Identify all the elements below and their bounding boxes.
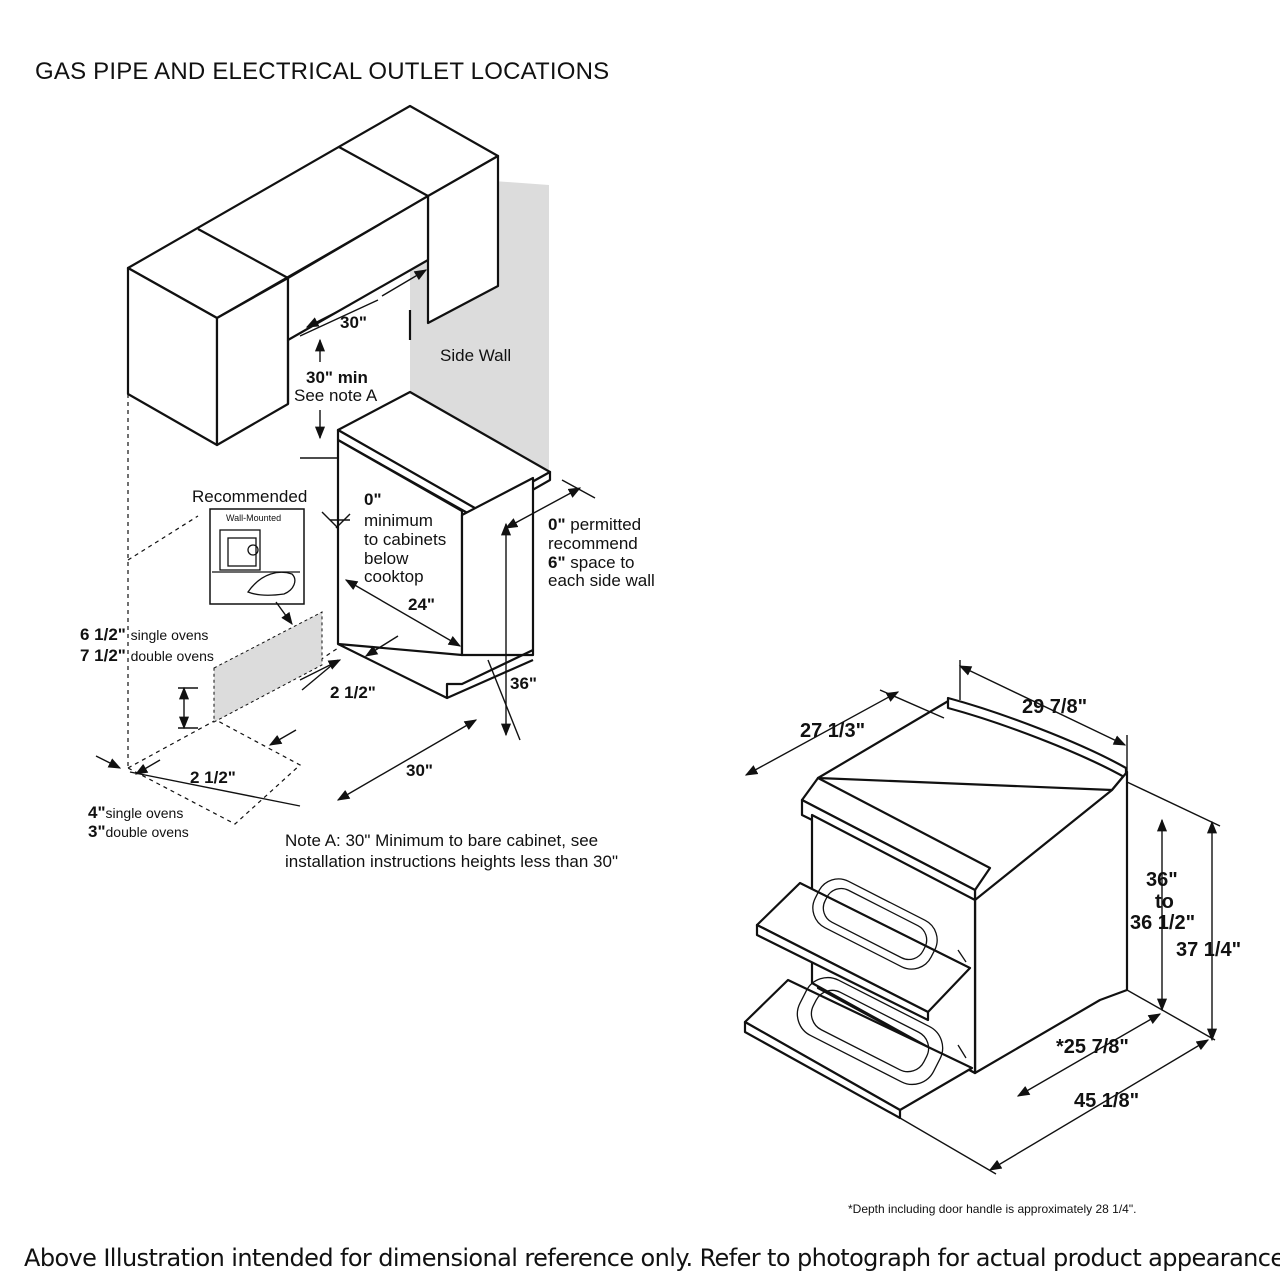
outlet-height-single-value: 6 1/2" — [80, 625, 126, 644]
upper-cabinets — [126, 104, 500, 447]
range-depth-door-open-label: 45 1/8" — [1074, 1090, 1139, 1112]
wall-mounted-inset — [209, 508, 305, 626]
range-overall-height-label: 37 1/4" — [1176, 939, 1241, 961]
outlet-side-double-label: double ovens — [106, 824, 189, 840]
dimension-lines — [95, 269, 596, 807]
side-wall-clearance-line4: each side wall — [548, 571, 655, 590]
outlet-height-single: 6 1/2" single ovens — [80, 625, 208, 644]
wall-mounted-label: Wall-Mounted — [226, 513, 281, 523]
outlet-side-single: 4"single ovens — [88, 803, 183, 822]
range-height-label-2: to — [1155, 891, 1174, 913]
outlet-side-single-value: 4" — [88, 803, 106, 822]
range-depth-label: *25 7/8" — [1056, 1036, 1129, 1058]
see-note-label: See note A — [294, 386, 378, 405]
outlet-side-single-label: single ovens — [106, 805, 184, 821]
footnote: *Depth including door handle is approxim… — [848, 1202, 1137, 1216]
side-wall-clearance-line3: 6" space to — [548, 553, 635, 572]
cabinet-clearance-line4: cooktop — [364, 567, 424, 586]
outlet-height-double: 7 1/2" double ovens — [80, 646, 214, 665]
side-wall-clearance-line2: recommend — [548, 534, 638, 553]
side-wall-clearance-value: 0" permitted — [548, 515, 641, 534]
counter-height-label: 36" — [510, 674, 537, 693]
outlet-side-double-value: 3" — [88, 822, 106, 841]
installation-diagram: 30" 30" min See note A Side Wall Recomme… — [80, 104, 655, 871]
outlet-zone — [213, 611, 323, 723]
counter-depth-label: 24" — [408, 595, 435, 614]
range-dimension-lines — [744, 660, 1221, 1175]
outlet-height-double-value: 7 1/2" — [80, 646, 126, 665]
range-height-label-1: 36" — [1146, 869, 1178, 891]
range-depth-top-label: 27 1/3" — [800, 720, 865, 742]
cabinet-clearance-value: 0" — [364, 490, 382, 509]
recommended-label: Recommended — [192, 487, 307, 506]
toe-offset-label: 2 1/2" — [330, 683, 376, 702]
range-height-label-3: 36 1/2" — [1130, 912, 1195, 934]
side-wall-clearance-value2: 6" — [548, 553, 566, 572]
range-dimension-diagram: 27 1/3" 29 7/8" 36" to 36 1/2" 37 1/4" *… — [743, 660, 1241, 1175]
side-wall-clearance-line1: permitted — [570, 515, 641, 534]
cabinet-width-label: 30" — [340, 313, 367, 332]
floor-width-label: 30" — [406, 761, 433, 780]
range-width-label: 29 7/8" — [1022, 696, 1087, 718]
side-wall-label: Side Wall — [440, 346, 511, 365]
cabinet-clearance-line1: minimum — [364, 511, 433, 530]
clearance-above-label: 30" min — [306, 368, 368, 387]
outlet-offset-label: 2 1/2" — [190, 768, 236, 787]
cabinet-clearance-line3: below — [364, 549, 409, 568]
cabinet-clearance-line2: to cabinets — [364, 530, 446, 549]
note-a-line1: Note A: 30" Minimum to bare cabinet, see — [285, 831, 598, 850]
footer-disclaimer: Above Illustration intended for dimensio… — [24, 1244, 1280, 1272]
outlet-side-double: 3"double ovens — [88, 822, 189, 841]
side-wall-clearance-line3-text: space to — [570, 553, 634, 572]
outlet-height-single-label: single ovens — [131, 627, 209, 643]
dashed-guides — [127, 394, 339, 825]
page-title: GAS PIPE AND ELECTRICAL OUTLET LOCATIONS — [35, 58, 610, 85]
note-a-line2: installation instructions heights less t… — [285, 852, 618, 871]
side-wall-clearance-value-text: 0" — [548, 515, 566, 534]
outlet-height-double-label: double ovens — [131, 648, 214, 664]
